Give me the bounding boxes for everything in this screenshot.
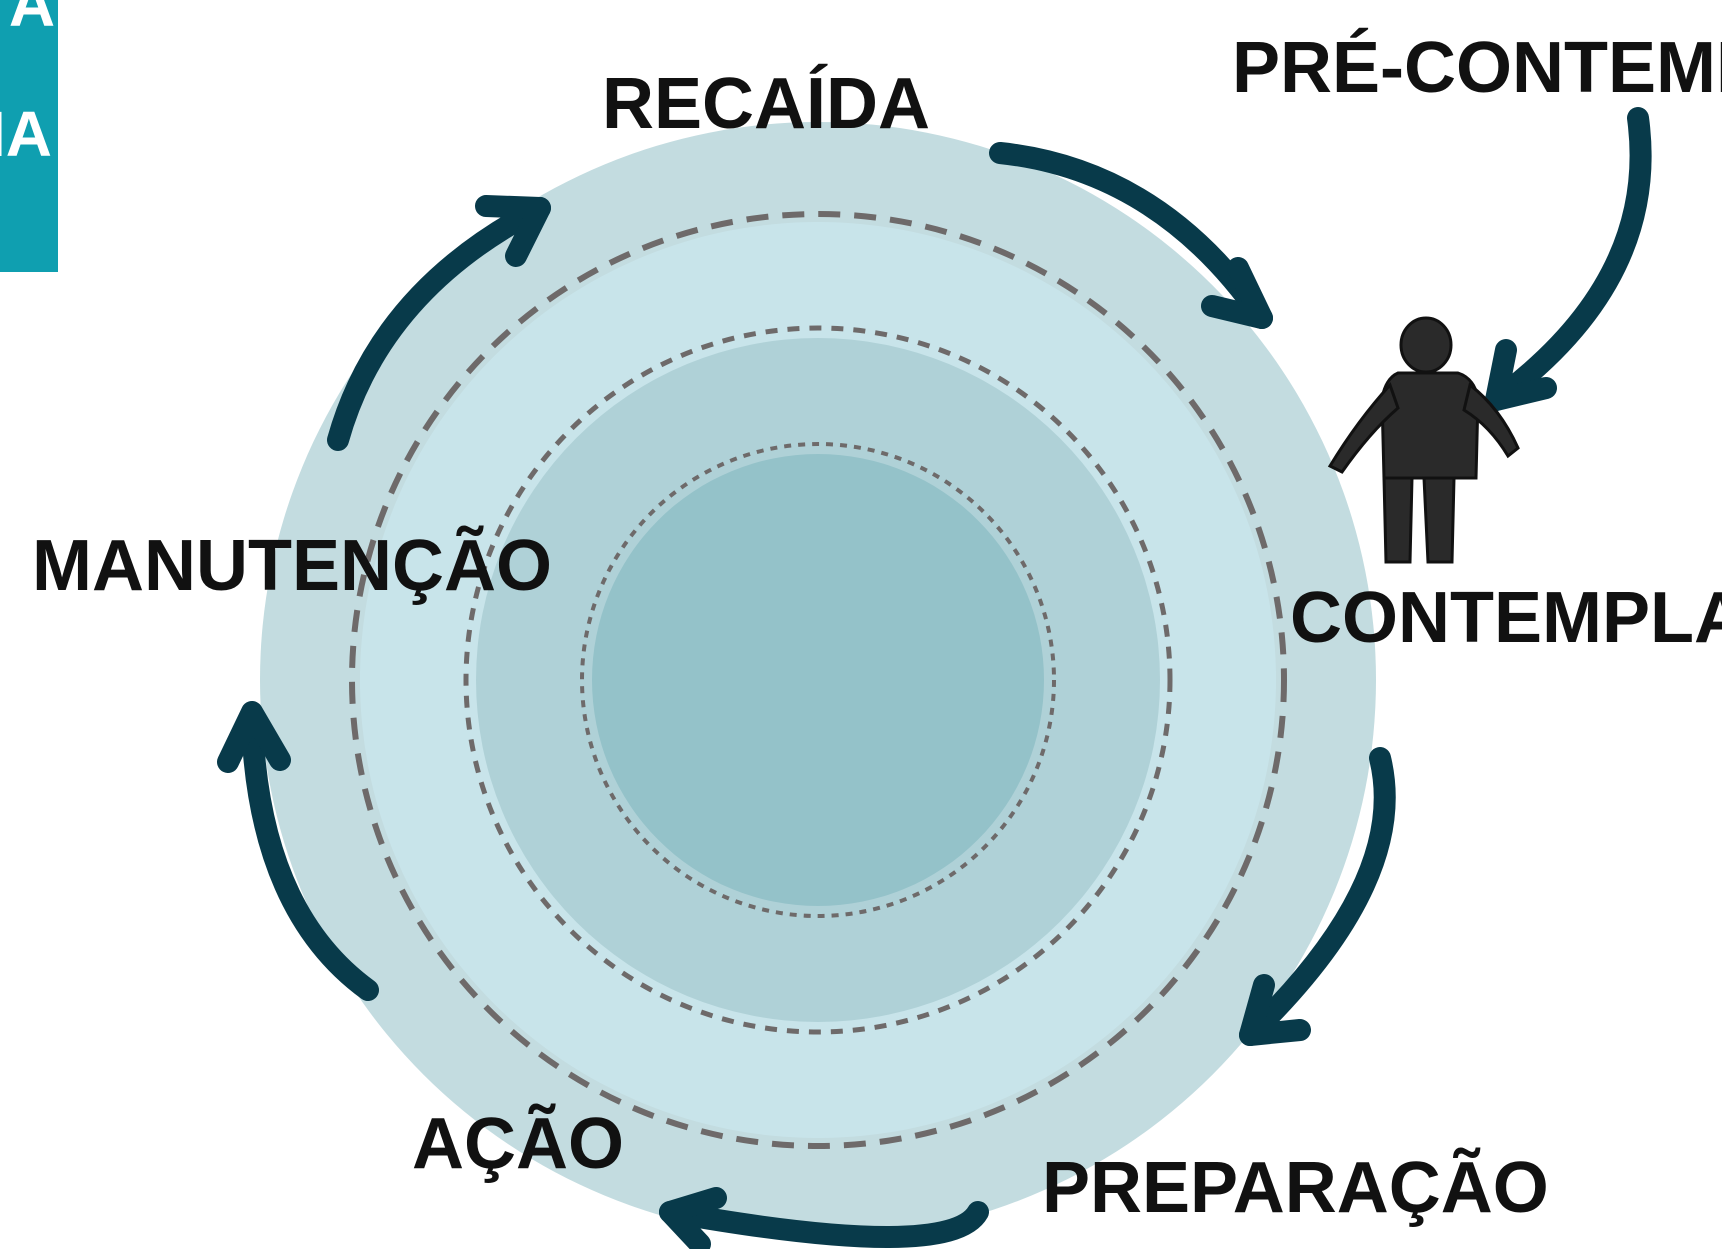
person-left-arm [1327,382,1400,474]
concentric-rings [260,122,1376,1238]
corner-tab: A IA [0,0,58,272]
person-figure-icon [1327,316,1520,564]
label-manutencao: MANUTENÇÃO [32,525,552,606]
label-pre-contemplacao: PRÉ-CONTEMPLAÇÃO [1232,27,1722,108]
arrow-precontemplacao-to-person-head [1485,339,1557,411]
label-acao: AÇÃO [412,1103,624,1184]
arrow-preparacao-to-acao [659,1201,989,1248]
person-head [1399,316,1453,374]
label-preparacao: PREPARAÇÃO [1042,1147,1549,1228]
person-left-leg [1382,476,1414,564]
person-right-arm [1462,382,1520,459]
arrow-manutencao-to-recaida-head [475,195,551,267]
core-circle [592,454,1044,906]
middle-dashed-ring [463,325,1173,1035]
corner-tab-line2: IA [0,98,52,170]
outer-dashed-ring [349,211,1287,1149]
arrow-acao-to-manutencao [241,709,379,1001]
arrow-preparacao-to-acao-head [659,1187,727,1249]
label-contemplacao: CONTEMPLAÇÃO [1290,577,1722,658]
arrow-recaida-to-contemplacao-head [1201,257,1273,329]
arrow-manutencao-to-recaida [327,197,551,451]
person-torso [1380,371,1480,480]
cycle-arrows [217,107,1652,1249]
arrow-contemplacao-to-preparacao-head [1239,974,1311,1046]
arrow-acao-to-manutencao-head [217,701,291,773]
corner-tab-line1: A [9,0,55,40]
person-right-leg [1422,476,1456,564]
arrow-precontemplacao-to-person [1485,107,1652,411]
label-recaida: RECAÍDA [602,64,930,144]
inner-dashed-ring [580,442,1056,918]
arrow-contemplacao-to-preparacao [1239,747,1396,1046]
